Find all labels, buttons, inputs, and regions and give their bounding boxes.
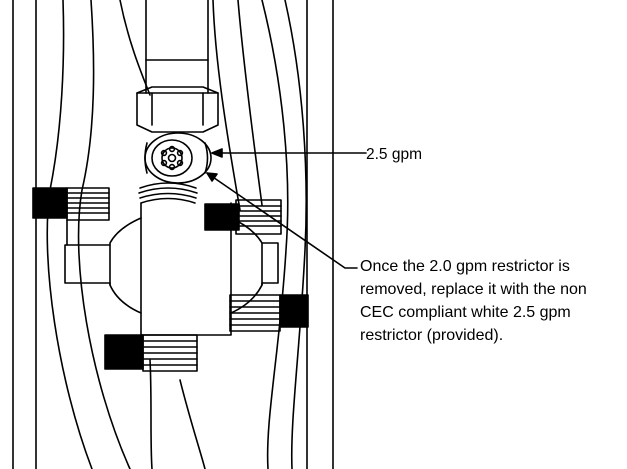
- inner-hoses: [119, 0, 263, 469]
- replacement-instructions: Once the 2.0 gpm restrictor is removed, …: [360, 255, 622, 347]
- frame-lines: [12, 0, 334, 469]
- valve-top-thread: [138, 182, 198, 204]
- hex-nut: [136, 86, 219, 133]
- instruction-line-4: restrictor (provided).: [360, 327, 504, 344]
- right-hose: [261, 0, 307, 469]
- left-hose: [46, 0, 131, 469]
- supply-tube: [145, 0, 209, 94]
- bottom-connector: [104, 334, 198, 372]
- leader-lines: [206, 148, 367, 269]
- instruction-line-3: CEC compliant white 2.5 gpm: [360, 304, 571, 321]
- instruction-line-2: removed, replace it with the non: [360, 281, 587, 298]
- left-connector: [32, 187, 110, 246]
- flow-restrictor: [144, 132, 212, 184]
- flow-rate-label: 2.5 gpm: [366, 146, 423, 163]
- right-lower-connector: [229, 294, 309, 332]
- instruction-line-1: Once the 2.0 gpm restrictor is: [360, 258, 570, 275]
- cross-valve-body: [64, 202, 279, 336]
- right-upper-connector: [204, 199, 282, 235]
